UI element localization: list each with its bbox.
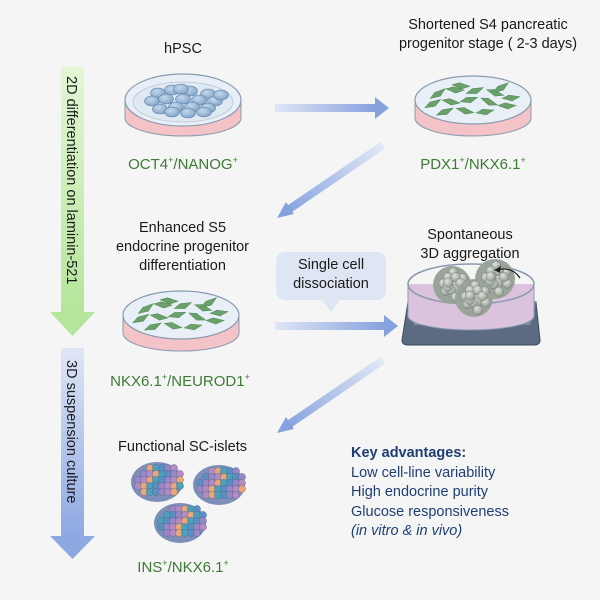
cell xyxy=(441,98,461,106)
aggregate xyxy=(455,279,493,317)
colony xyxy=(213,89,229,101)
islet xyxy=(131,462,184,502)
stage-arrow-2d xyxy=(50,67,95,336)
arrow-hpsc-to-s4 xyxy=(275,97,389,119)
cell xyxy=(149,313,169,321)
cell xyxy=(173,302,193,309)
key-advantages: Key advantages: Low cell-line variabilit… xyxy=(351,444,509,542)
islet-clusters-illustration xyxy=(131,462,246,543)
petri-dish-colonies-illustration xyxy=(124,73,242,137)
colony xyxy=(196,106,212,118)
colony xyxy=(164,106,180,118)
cell xyxy=(137,303,154,314)
cell xyxy=(159,297,179,305)
orbital-shaker-illustration xyxy=(401,259,541,346)
colony xyxy=(173,83,189,95)
stage-arrow-3d xyxy=(50,348,95,559)
cell xyxy=(455,107,475,115)
cell xyxy=(485,89,505,97)
cell xyxy=(153,301,173,309)
colony xyxy=(158,93,174,105)
cell xyxy=(429,88,446,99)
cell xyxy=(183,323,203,331)
arrow-s5-to-aggregation xyxy=(275,315,398,337)
arrow-aggregation-to-islets xyxy=(277,356,386,433)
cell xyxy=(459,97,479,104)
cell xyxy=(132,313,150,324)
cell xyxy=(501,94,521,102)
stage-label-2d: 2D differentiation on laminin-521 xyxy=(63,76,79,285)
cell xyxy=(480,97,499,106)
cell xyxy=(188,312,207,321)
cell xyxy=(475,108,495,116)
step-title-hpsc: hPSC xyxy=(164,41,202,57)
marker-s5: NKX6.1+/NEUROD1+ xyxy=(110,372,250,390)
stage-label-3d: 3D suspension culture xyxy=(63,360,79,504)
cell xyxy=(497,102,517,110)
advantage-item: High endocrine purity xyxy=(351,484,489,500)
cell xyxy=(143,322,162,331)
marker-islets: INS+/NKX6.1+ xyxy=(137,558,229,576)
islet xyxy=(193,465,246,505)
cell xyxy=(205,317,225,325)
cell xyxy=(163,322,183,330)
key-advantages-heading: Key advantages: xyxy=(351,445,467,461)
callout-pointer xyxy=(322,300,340,312)
cell xyxy=(200,297,218,308)
cell xyxy=(465,87,485,94)
cell xyxy=(445,86,465,94)
marker-hpsc: OCT4+/NANOG+ xyxy=(128,155,238,173)
cell xyxy=(424,98,442,109)
step-title-islets: Functional SC-islets xyxy=(118,439,247,455)
advantage-item: Glucose responsiveness xyxy=(351,503,509,520)
arrow-s4-to-s5 xyxy=(277,141,386,218)
marker-s4: PDX1+/NKX6.1+ xyxy=(420,155,526,173)
cell xyxy=(193,304,213,312)
cell xyxy=(435,107,454,116)
cell xyxy=(451,82,471,90)
advantage-item: Low cell-line variability xyxy=(351,464,496,481)
cell xyxy=(209,309,229,317)
petri-dish-s4-illustration xyxy=(414,75,532,137)
advantage-note: (in vitro & in vivo) xyxy=(351,523,463,539)
cell xyxy=(167,312,187,319)
cell xyxy=(492,82,510,93)
colony xyxy=(180,107,196,119)
petri-dish-s5-illustration xyxy=(122,290,240,352)
islet xyxy=(154,503,207,543)
